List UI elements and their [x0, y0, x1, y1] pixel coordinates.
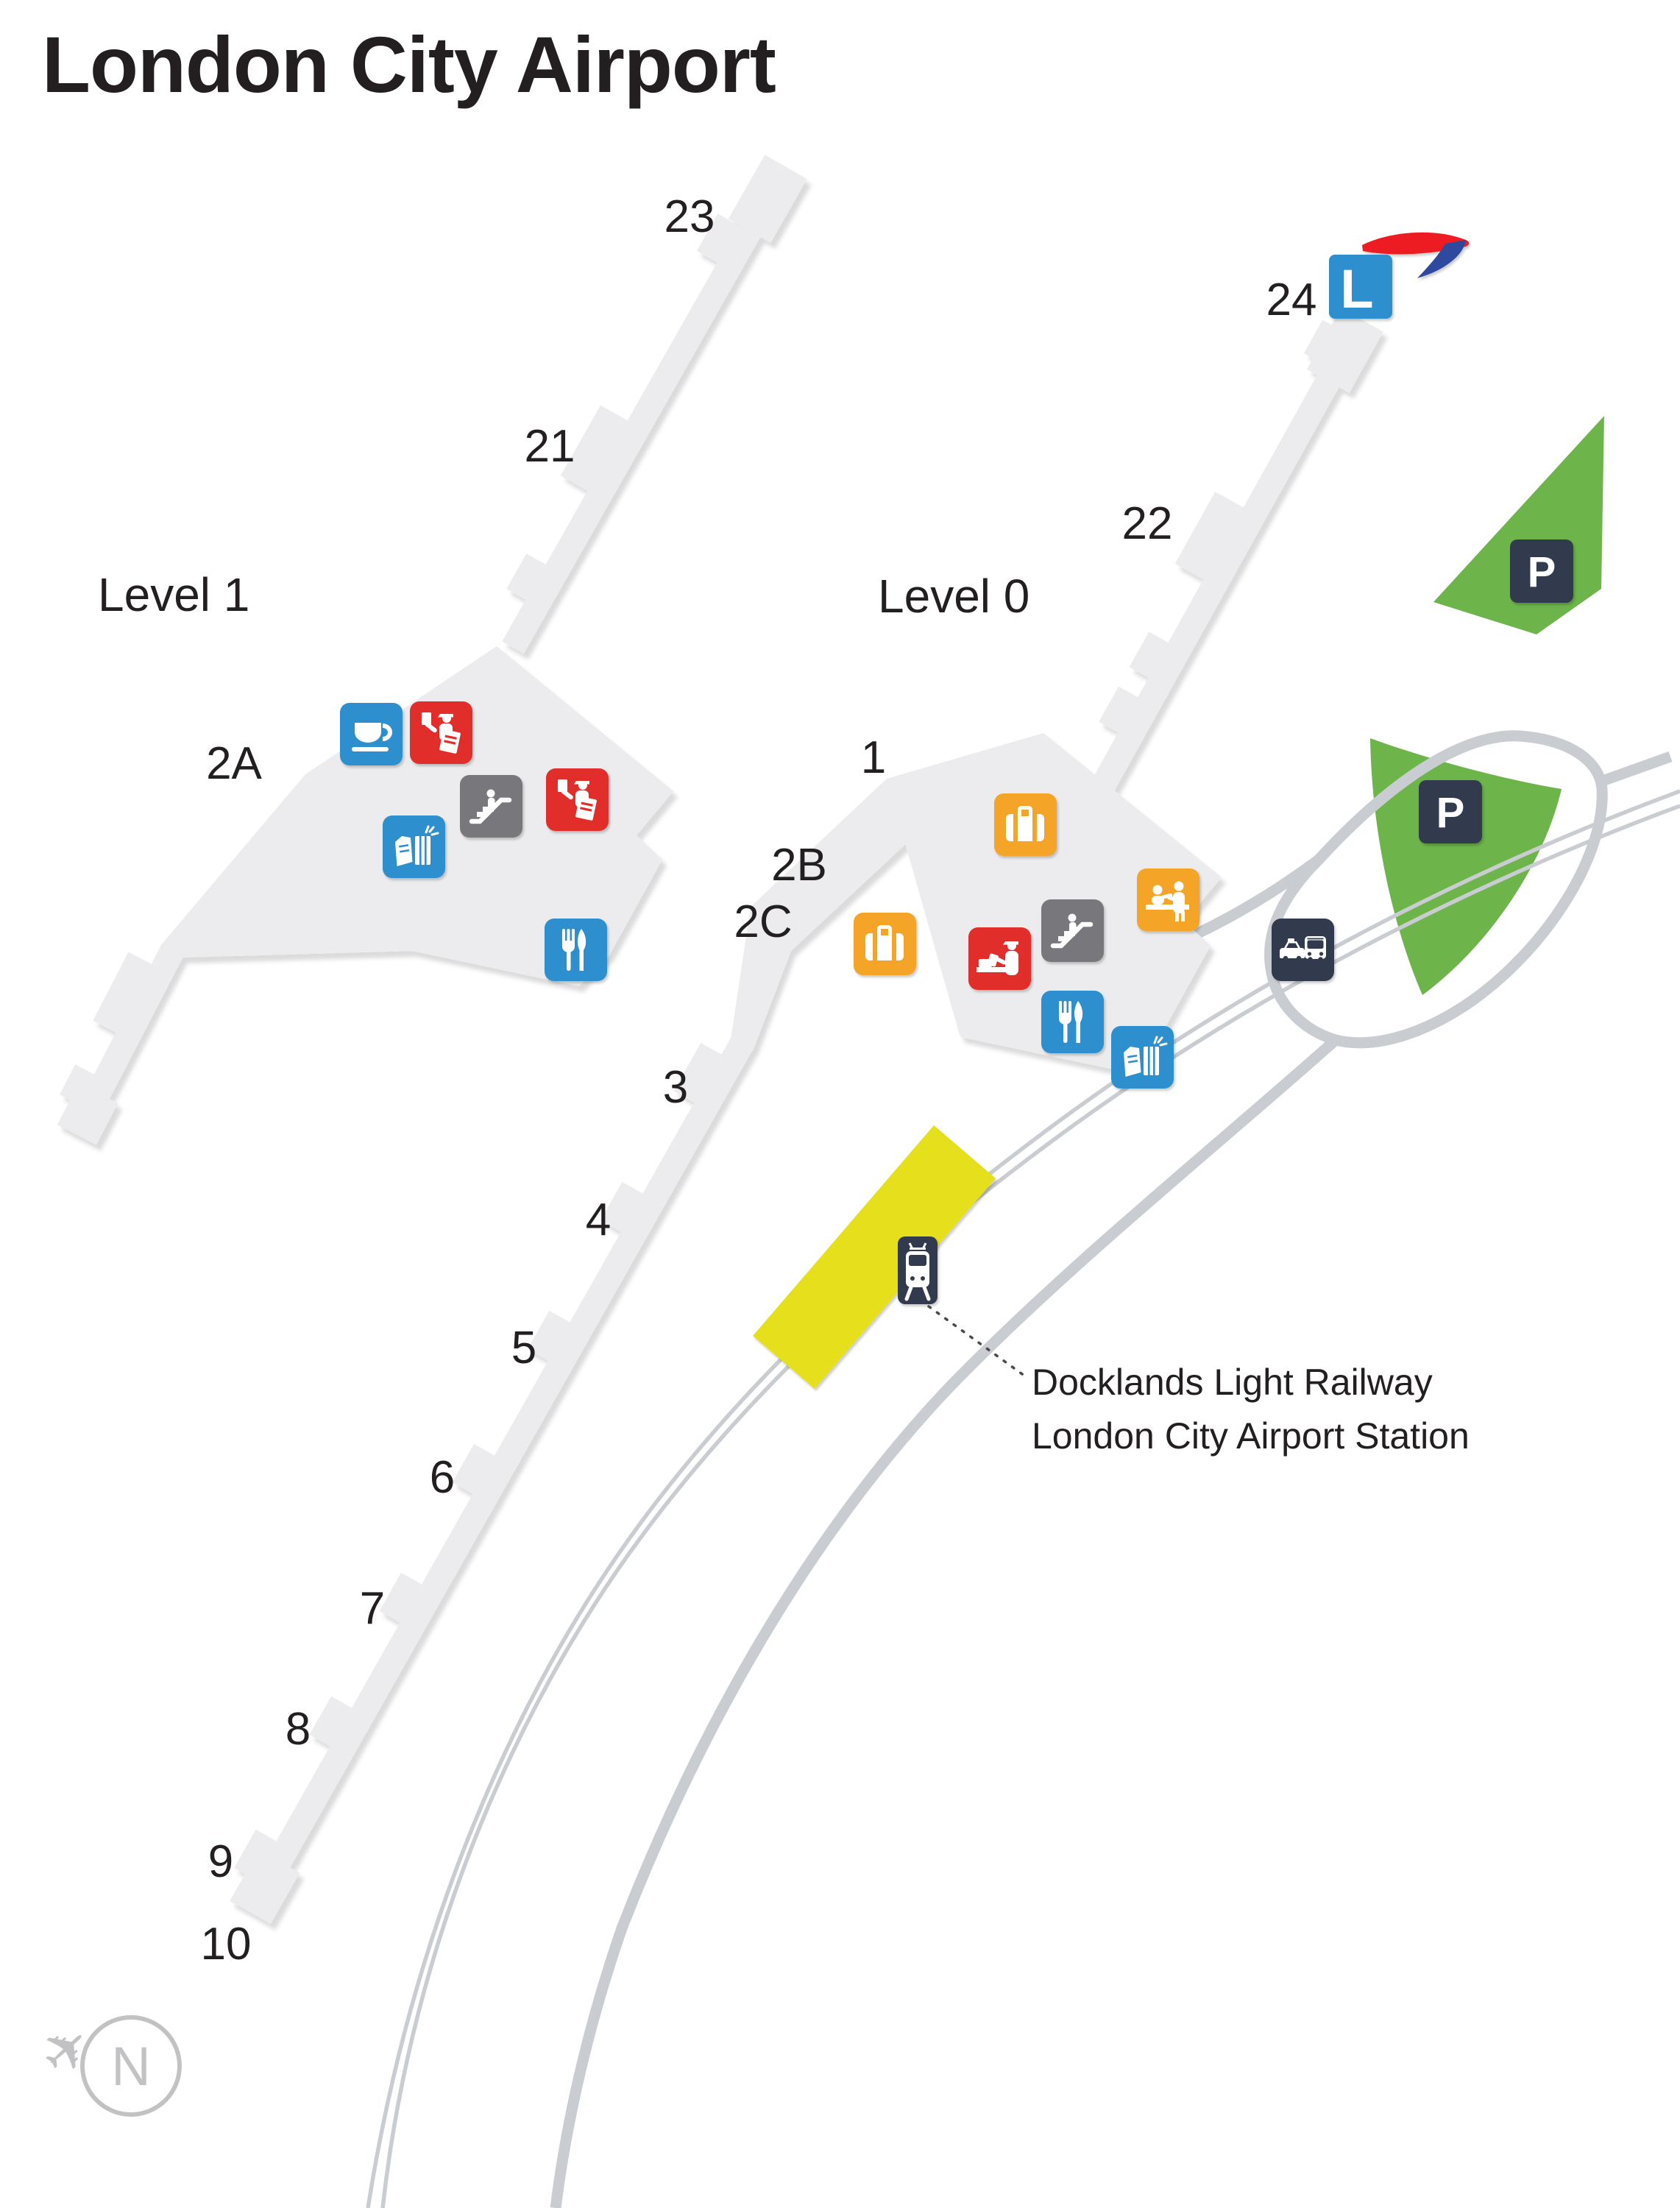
gate-label-3: 3	[663, 1062, 688, 1113]
dlr-leader-line	[927, 1305, 1029, 1379]
check-in-icon	[1137, 868, 1199, 931]
zone-label-2a: 2A	[206, 738, 262, 789]
gate-stub-3	[673, 1043, 722, 1103]
gate-stub-6	[452, 1443, 495, 1494]
dlr-caption-line1: Docklands Light Railway	[1032, 1362, 1433, 1403]
gate-stub-24	[1303, 319, 1342, 364]
page-title: London City Airport	[42, 20, 776, 109]
amenity-icons-level1	[340, 701, 609, 981]
zone-label-1: 1	[861, 732, 886, 783]
lounge-icon: L	[1329, 255, 1392, 319]
british-airways-logo	[1362, 232, 1470, 278]
baggage-icon	[854, 913, 916, 975]
gate-label-6: 6	[430, 1452, 455, 1503]
road-spur	[1598, 751, 1673, 788]
gate-label-9: 9	[208, 1836, 233, 1887]
zone-label-2c: 2C	[734, 896, 792, 947]
terminal-level0	[230, 308, 1383, 1925]
pier-level1-south	[57, 944, 184, 1145]
gate-stub-9	[234, 1829, 277, 1880]
gate-stub-22	[1174, 492, 1244, 580]
passport-control-icon	[410, 701, 472, 764]
gate-label-21: 21	[525, 421, 575, 472]
svg-text:P: P	[1528, 548, 1556, 596]
gate-label-22: 22	[1122, 498, 1173, 549]
customs-icon	[968, 927, 1031, 990]
terminal-level0-funnel	[731, 907, 791, 1051]
gate-label-8: 8	[286, 1704, 311, 1755]
gate-stub-21	[560, 405, 628, 492]
dlr-train-icon	[898, 1236, 938, 1304]
roads	[366, 730, 1680, 2208]
road-main-sweep	[550, 1036, 1339, 2208]
gate-label-23: 23	[664, 191, 715, 242]
gate-stub-8	[309, 1696, 352, 1747]
escalator-icon	[460, 775, 522, 838]
shops-icon	[1111, 1026, 1174, 1089]
gate-label-5: 5	[511, 1323, 536, 1373]
gate-stub-5	[527, 1310, 570, 1361]
zone-label-2b: 2B	[771, 840, 827, 891]
gate-stub-7	[379, 1572, 422, 1623]
compass: N ✈	[26, 2010, 182, 2117]
escalator-icon	[1041, 899, 1104, 962]
transport-icons: P P L	[898, 232, 1573, 1304]
level0-label: Level 0	[878, 570, 1029, 623]
parking-icon: P	[1510, 539, 1573, 603]
terminal-level1-funnel	[160, 774, 412, 958]
parking-area-lower	[1370, 738, 1562, 995]
compass-north-label: N	[111, 2036, 150, 2097]
parking-icon: P	[1419, 780, 1482, 843]
terminal-level0-wing	[751, 779, 933, 951]
gate-label-24: 24	[1266, 275, 1317, 325]
passport-control-icon	[546, 768, 609, 831]
gate-stub-4	[600, 1181, 643, 1232]
dlr-caption-line2: London City Airport Station	[1032, 1415, 1470, 1457]
terminal-level1	[57, 155, 807, 1145]
gate-label-4: 4	[586, 1195, 611, 1245]
shops-icon	[383, 815, 445, 878]
dlr-station-area	[753, 1125, 996, 1389]
pier-level0-south	[230, 1035, 754, 1925]
level1-label: Level 1	[98, 568, 249, 621]
cafe-icon	[340, 703, 403, 765]
compass-circle	[80, 2015, 182, 2117]
airplane-icon: ✈	[26, 2010, 107, 2092]
baggage-icon	[994, 793, 1057, 856]
pier-level1-north	[502, 155, 807, 654]
gate-stub-23	[696, 213, 739, 263]
gate-label-7: 7	[360, 1583, 385, 1634]
restaurant-icon	[1041, 991, 1104, 1053]
restaurant-icon	[545, 919, 607, 981]
svg-text:P: P	[1436, 789, 1465, 837]
pier-level0-north	[1084, 308, 1383, 806]
parking-areas	[1370, 416, 1604, 995]
gate-label-10: 10	[201, 1919, 252, 1970]
taxi-bus-icon	[1272, 919, 1334, 981]
amenity-icons-level0	[854, 793, 1199, 1089]
svg-text:L: L	[1340, 258, 1373, 319]
